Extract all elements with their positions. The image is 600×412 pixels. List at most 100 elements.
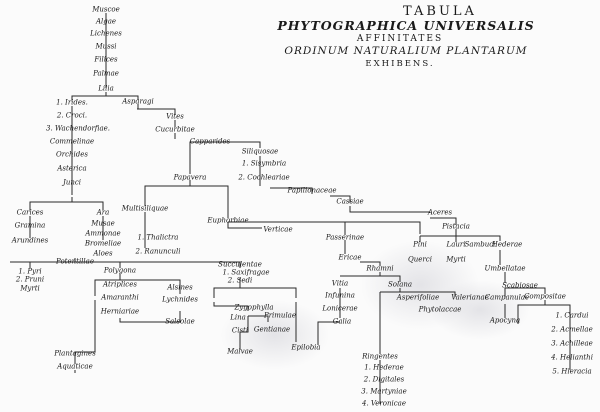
- node-label: Valerianae: [451, 293, 489, 302]
- connector: [106, 95, 139, 100]
- node-label: Epilobia: [291, 343, 321, 352]
- node-label: Phytolaccae: [418, 305, 462, 314]
- node-label: Cassiae: [336, 197, 364, 206]
- connector: [317, 321, 340, 345]
- node-label: Querci: [408, 255, 432, 264]
- node-label: 1. Hederae: [364, 363, 404, 372]
- node-label: Siliquosae: [241, 147, 279, 156]
- connector: [94, 274, 121, 296]
- node-label: Mussi: [95, 42, 117, 51]
- chart-title-line-3: AFFINITATES: [356, 34, 444, 44]
- node-label: Polygona: [103, 266, 137, 275]
- node-label: Alsines: [167, 283, 193, 292]
- node-label: Amaranthi: [101, 293, 139, 302]
- node-label: Commelinae: [49, 137, 95, 146]
- connector: [120, 279, 181, 294]
- connector: [430, 217, 457, 225]
- node-label: 2. Digitales: [363, 375, 405, 384]
- node-label: Cucurbitae: [155, 125, 195, 134]
- node-label: Infunina: [325, 291, 355, 300]
- node-label: 2. Cochleariae: [238, 173, 290, 182]
- node-label: Compositae: [524, 292, 566, 301]
- node-label: Asparagi: [122, 97, 154, 106]
- node-label: Zygophylla: [234, 303, 274, 312]
- node-label: Lonicerae: [322, 304, 358, 313]
- node-label: 4. Helianthi: [551, 353, 593, 362]
- node-label: Plantagines: [54, 349, 96, 358]
- connector: [419, 229, 501, 242]
- connector: [74, 300, 96, 364]
- node-label: Salsolae: [165, 317, 195, 326]
- node-label: Hederae: [491, 240, 523, 249]
- node-label: 1. Thalictra: [137, 233, 179, 242]
- node-label: 1. Saxifragae: [222, 268, 270, 277]
- node-label: Carices: [16, 208, 44, 217]
- chart-title-line-4: ORDINUM NATURALIUM PLANTARUM: [284, 45, 528, 57]
- node-label: 2. Sedi: [227, 276, 253, 285]
- node-label: 2. Ranunculi: [135, 247, 181, 256]
- node-label: Vites: [166, 112, 184, 121]
- node-label: Asterica: [57, 164, 87, 173]
- node-label: 4. Veronicae: [361, 399, 407, 408]
- node-label: Euphorbiae: [207, 216, 249, 225]
- node-label: Galia: [332, 317, 352, 326]
- node-label: Algae: [95, 17, 117, 26]
- node-label: Lilia: [98, 84, 114, 93]
- node-label: Junci: [63, 178, 81, 187]
- node-label: Vitia: [331, 279, 349, 288]
- node-label: 1. Pyri: [18, 267, 42, 276]
- node-label: Muscoe: [92, 5, 120, 14]
- node-label: 3. Wachendorfiae.: [46, 124, 110, 133]
- node-label: 1. Sisymbria: [241, 159, 287, 168]
- node-label: Sambuci: [464, 240, 496, 249]
- node-label: Ringentes: [362, 352, 398, 361]
- connector: [213, 302, 269, 322]
- chart-title-line-5: EXHIBENS.: [365, 59, 435, 69]
- node-label: Malvae: [227, 347, 253, 356]
- connector: [228, 221, 421, 234]
- node-label: Potentillae: [56, 257, 94, 266]
- node-label: 1. Irides.: [56, 98, 88, 107]
- node-label: Ara: [96, 208, 110, 217]
- node-label: Palmae: [93, 69, 119, 78]
- connector: [360, 261, 381, 266]
- node-label: Pini: [413, 240, 427, 249]
- node-label: 2. Acmellae: [551, 325, 593, 334]
- node-label: Passerinae: [325, 233, 365, 242]
- paper-stain: [220, 300, 330, 370]
- node-label: Pistacia: [442, 222, 470, 231]
- node-label: Scabiosae: [502, 281, 538, 290]
- chart-title-line-2: PHYTOGRAPHICA UNIVERSALIS: [277, 18, 535, 33]
- connector: [10, 261, 241, 268]
- connector: [330, 195, 351, 203]
- node-label: Lychnides: [162, 295, 198, 304]
- node-label: Umbellatae: [484, 264, 526, 273]
- node-label: Ammonae: [85, 229, 121, 238]
- connector: [213, 278, 241, 298]
- node-label: Aquaticae: [57, 362, 93, 371]
- node-label: Musae: [91, 219, 115, 228]
- connector: [71, 92, 107, 100]
- node-label: 2. Pruni: [15, 275, 45, 284]
- node-label: Verticae: [263, 225, 293, 234]
- connector: [29, 197, 73, 210]
- node-label: Asperifoliae: [396, 293, 440, 302]
- node-label: 2. Croci.: [56, 111, 88, 120]
- node-label: Bromeliae: [84, 239, 122, 248]
- node-label: Capparides: [189, 137, 231, 146]
- node-label: Arundines: [11, 236, 49, 245]
- connector: [239, 316, 249, 350]
- connector: [137, 104, 176, 115]
- connector: [517, 300, 571, 370]
- connector: [380, 288, 456, 297]
- connector: [340, 272, 401, 282]
- connector: [505, 287, 546, 294]
- node-label: 3. Martyniae: [361, 387, 407, 396]
- node-label: Lina: [230, 313, 246, 322]
- connector: [270, 187, 313, 194]
- node-label: Myrti: [446, 255, 466, 264]
- node-label: Solana: [387, 280, 413, 289]
- node-label: Campanulae: [484, 293, 530, 302]
- node-label: Rhamni: [366, 264, 394, 273]
